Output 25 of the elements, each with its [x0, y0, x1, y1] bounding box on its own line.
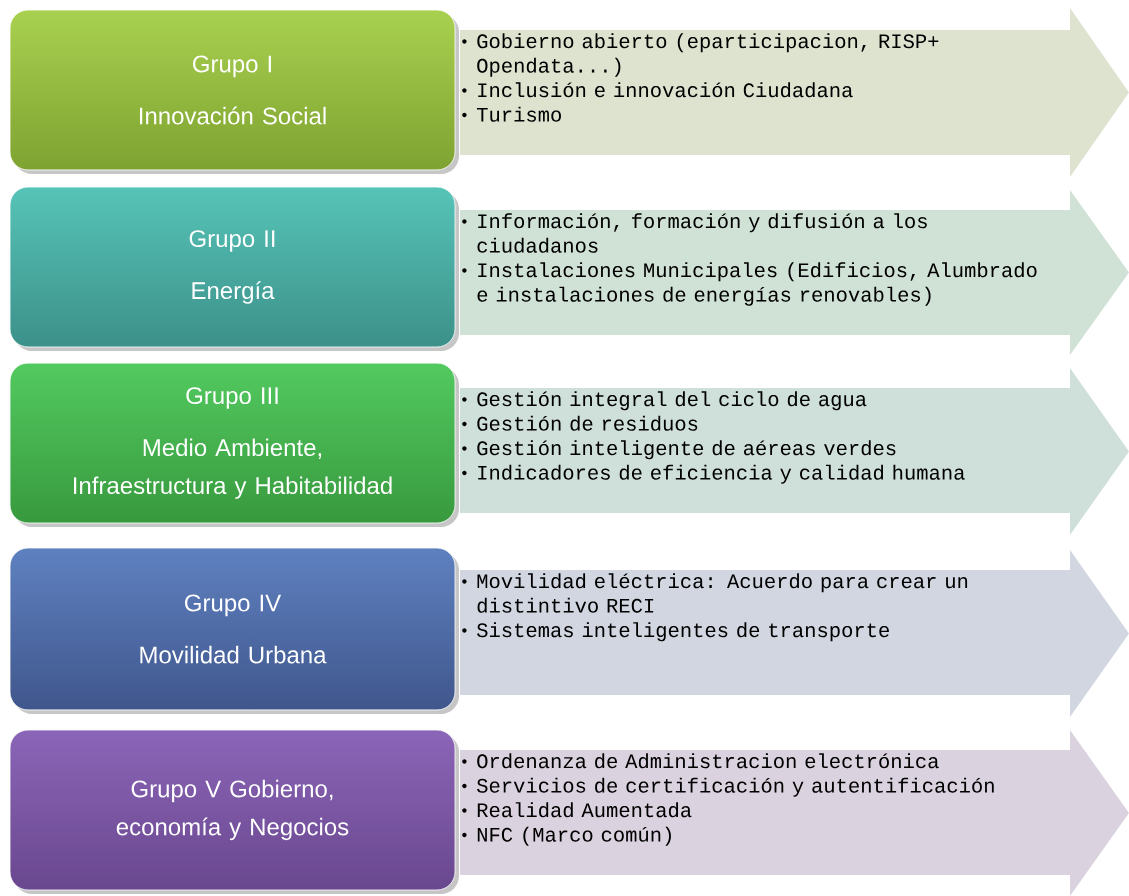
bullet-item: Sistemas inteligentes de transporte — [462, 622, 889, 642]
bullet-item: Indicadores de eficiencia y calidad humana — [462, 464, 965, 484]
arrow-shape — [460, 730, 1129, 896]
bullet-item: Instalaciones Municipales (Edificios, Alumbrado e instalaciones de energías renovables) — [462, 262, 1037, 306]
bullet-item: NFC (Marco común) — [462, 826, 671, 846]
bullet-item: Turismo — [462, 106, 561, 122]
bullet-item: Movilidad eléctrica: Acuerdo para crear un distintivo RECI — [462, 573, 968, 613]
group-box: Grupo I Innovación Social — [9, 9, 459, 174]
bullet-item: Realidad Aumentada — [462, 802, 692, 818]
arrow-shape — [460, 550, 1129, 717]
group-box: Grupo V Gobierno, economía y Negocios — [9, 729, 459, 894]
bullet-item: Ordenanza de Administracion electrónica — [462, 753, 939, 769]
group-box: Grupo II Energía — [9, 186, 459, 351]
bullet-item: Gestión inteligente de aéreas verdes — [462, 440, 896, 460]
arrow-shape — [460, 8, 1129, 177]
bullet-item: Gestión de residuos — [462, 415, 698, 431]
arrow-shape — [460, 368, 1129, 535]
bullet-item: Gobierno abierto (eparticipacion, RISP+ Opendata...) — [462, 33, 939, 77]
bullet-item: Inclusión e innovación Ciudadana — [462, 82, 853, 98]
arrow-shape — [460, 190, 1129, 355]
bullet-item: Información, formación y difusión a los ciudadanos — [462, 213, 927, 253]
bullet-item: Servicios de certificación y autentificación — [462, 777, 994, 797]
bullet-item: Gestión integral del ciclo de agua — [462, 391, 867, 411]
group-box: Grupo IV Movilidad Urbana — [9, 547, 459, 714]
group-box: Grupo III Medio Ambiente, Infraestructura y Habitabilidad — [9, 362, 459, 527]
